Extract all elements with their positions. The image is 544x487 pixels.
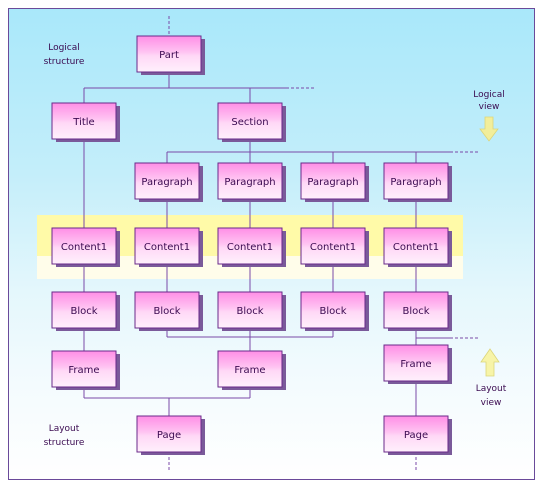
node-paragraph-2-label: Paragraph	[224, 177, 275, 188]
layout-structure-label: Layout structure	[44, 424, 85, 448]
node-page-2: Page	[383, 415, 452, 455]
node-paragraph-3: Paragraph	[300, 162, 369, 202]
node-content-5: Content1	[383, 227, 452, 267]
node-section: Section	[217, 102, 286, 142]
node-block-2: Block	[134, 291, 203, 331]
node-block-3: Block	[217, 291, 286, 331]
layout-view-label: Layout view	[476, 384, 507, 408]
node-frame-3-label: Frame	[400, 359, 431, 370]
node-page-1-label: Page	[157, 430, 181, 441]
node-content-5-label: Content1	[393, 242, 439, 253]
logical-view-label: Logical view	[473, 90, 505, 112]
node-content-3: Content1	[217, 227, 286, 267]
node-content-4-label: Content1	[310, 242, 356, 253]
node-paragraph-2: Paragraph	[217, 162, 286, 202]
logical-structure-line-2: structure	[44, 57, 85, 67]
node-content-4: Content1	[300, 227, 369, 267]
node-block-5: Block	[383, 291, 452, 331]
node-block-1-label: Block	[70, 306, 97, 317]
node-block-3-label: Block	[236, 306, 263, 317]
node-frame-3: Frame	[383, 344, 452, 384]
node-part-label: Part	[159, 50, 179, 61]
node-page-2-label: Page	[404, 430, 428, 441]
node-title-label: Title	[72, 117, 94, 128]
layout-view-line-2: view	[481, 398, 502, 408]
logical-structure-label: Logical structure	[44, 43, 85, 67]
node-frame-2: Frame	[217, 350, 286, 390]
node-content-1-label: Content1	[61, 242, 107, 253]
node-content-3-label: Content1	[227, 242, 273, 253]
node-paragraph-4-label: Paragraph	[390, 177, 441, 188]
node-paragraph-4: Paragraph	[383, 162, 452, 202]
node-frame-2-label: Frame	[234, 365, 265, 376]
node-content-2-label: Content1	[144, 242, 190, 253]
node-page-1: Page	[136, 415, 205, 455]
node-paragraph-1: Paragraph	[134, 162, 203, 202]
node-section-label: Section	[231, 117, 268, 128]
layout-structure-line-2: structure	[44, 438, 85, 448]
logical-structure-line-1: Logical	[48, 43, 80, 53]
layout-view-line-1: Layout	[476, 384, 507, 394]
node-block-1: Block	[51, 291, 120, 331]
arrow-down-icon	[479, 116, 499, 142]
node-block-4-label: Block	[319, 306, 346, 317]
node-content-2: Content1	[134, 227, 203, 267]
node-boxes: Part Title Section Paragraph P	[51, 35, 452, 455]
node-frame-1-label: Frame	[68, 365, 99, 376]
node-paragraph-3-label: Paragraph	[307, 177, 358, 188]
node-block-4: Block	[300, 291, 369, 331]
node-part: Part	[136, 35, 205, 75]
node-block-2-label: Block	[153, 306, 180, 317]
node-content-1: Content1	[51, 227, 120, 267]
node-frame-1: Frame	[51, 350, 120, 390]
logical-view-line-1: Logical	[473, 90, 505, 100]
arrow-up-icon	[480, 348, 500, 377]
node-title: Title	[51, 102, 120, 142]
node-block-5-label: Block	[402, 306, 429, 317]
node-paragraph-1-label: Paragraph	[141, 177, 192, 188]
layout-structure-line-1: Layout	[49, 424, 80, 434]
logical-view-line-2: view	[479, 102, 500, 112]
